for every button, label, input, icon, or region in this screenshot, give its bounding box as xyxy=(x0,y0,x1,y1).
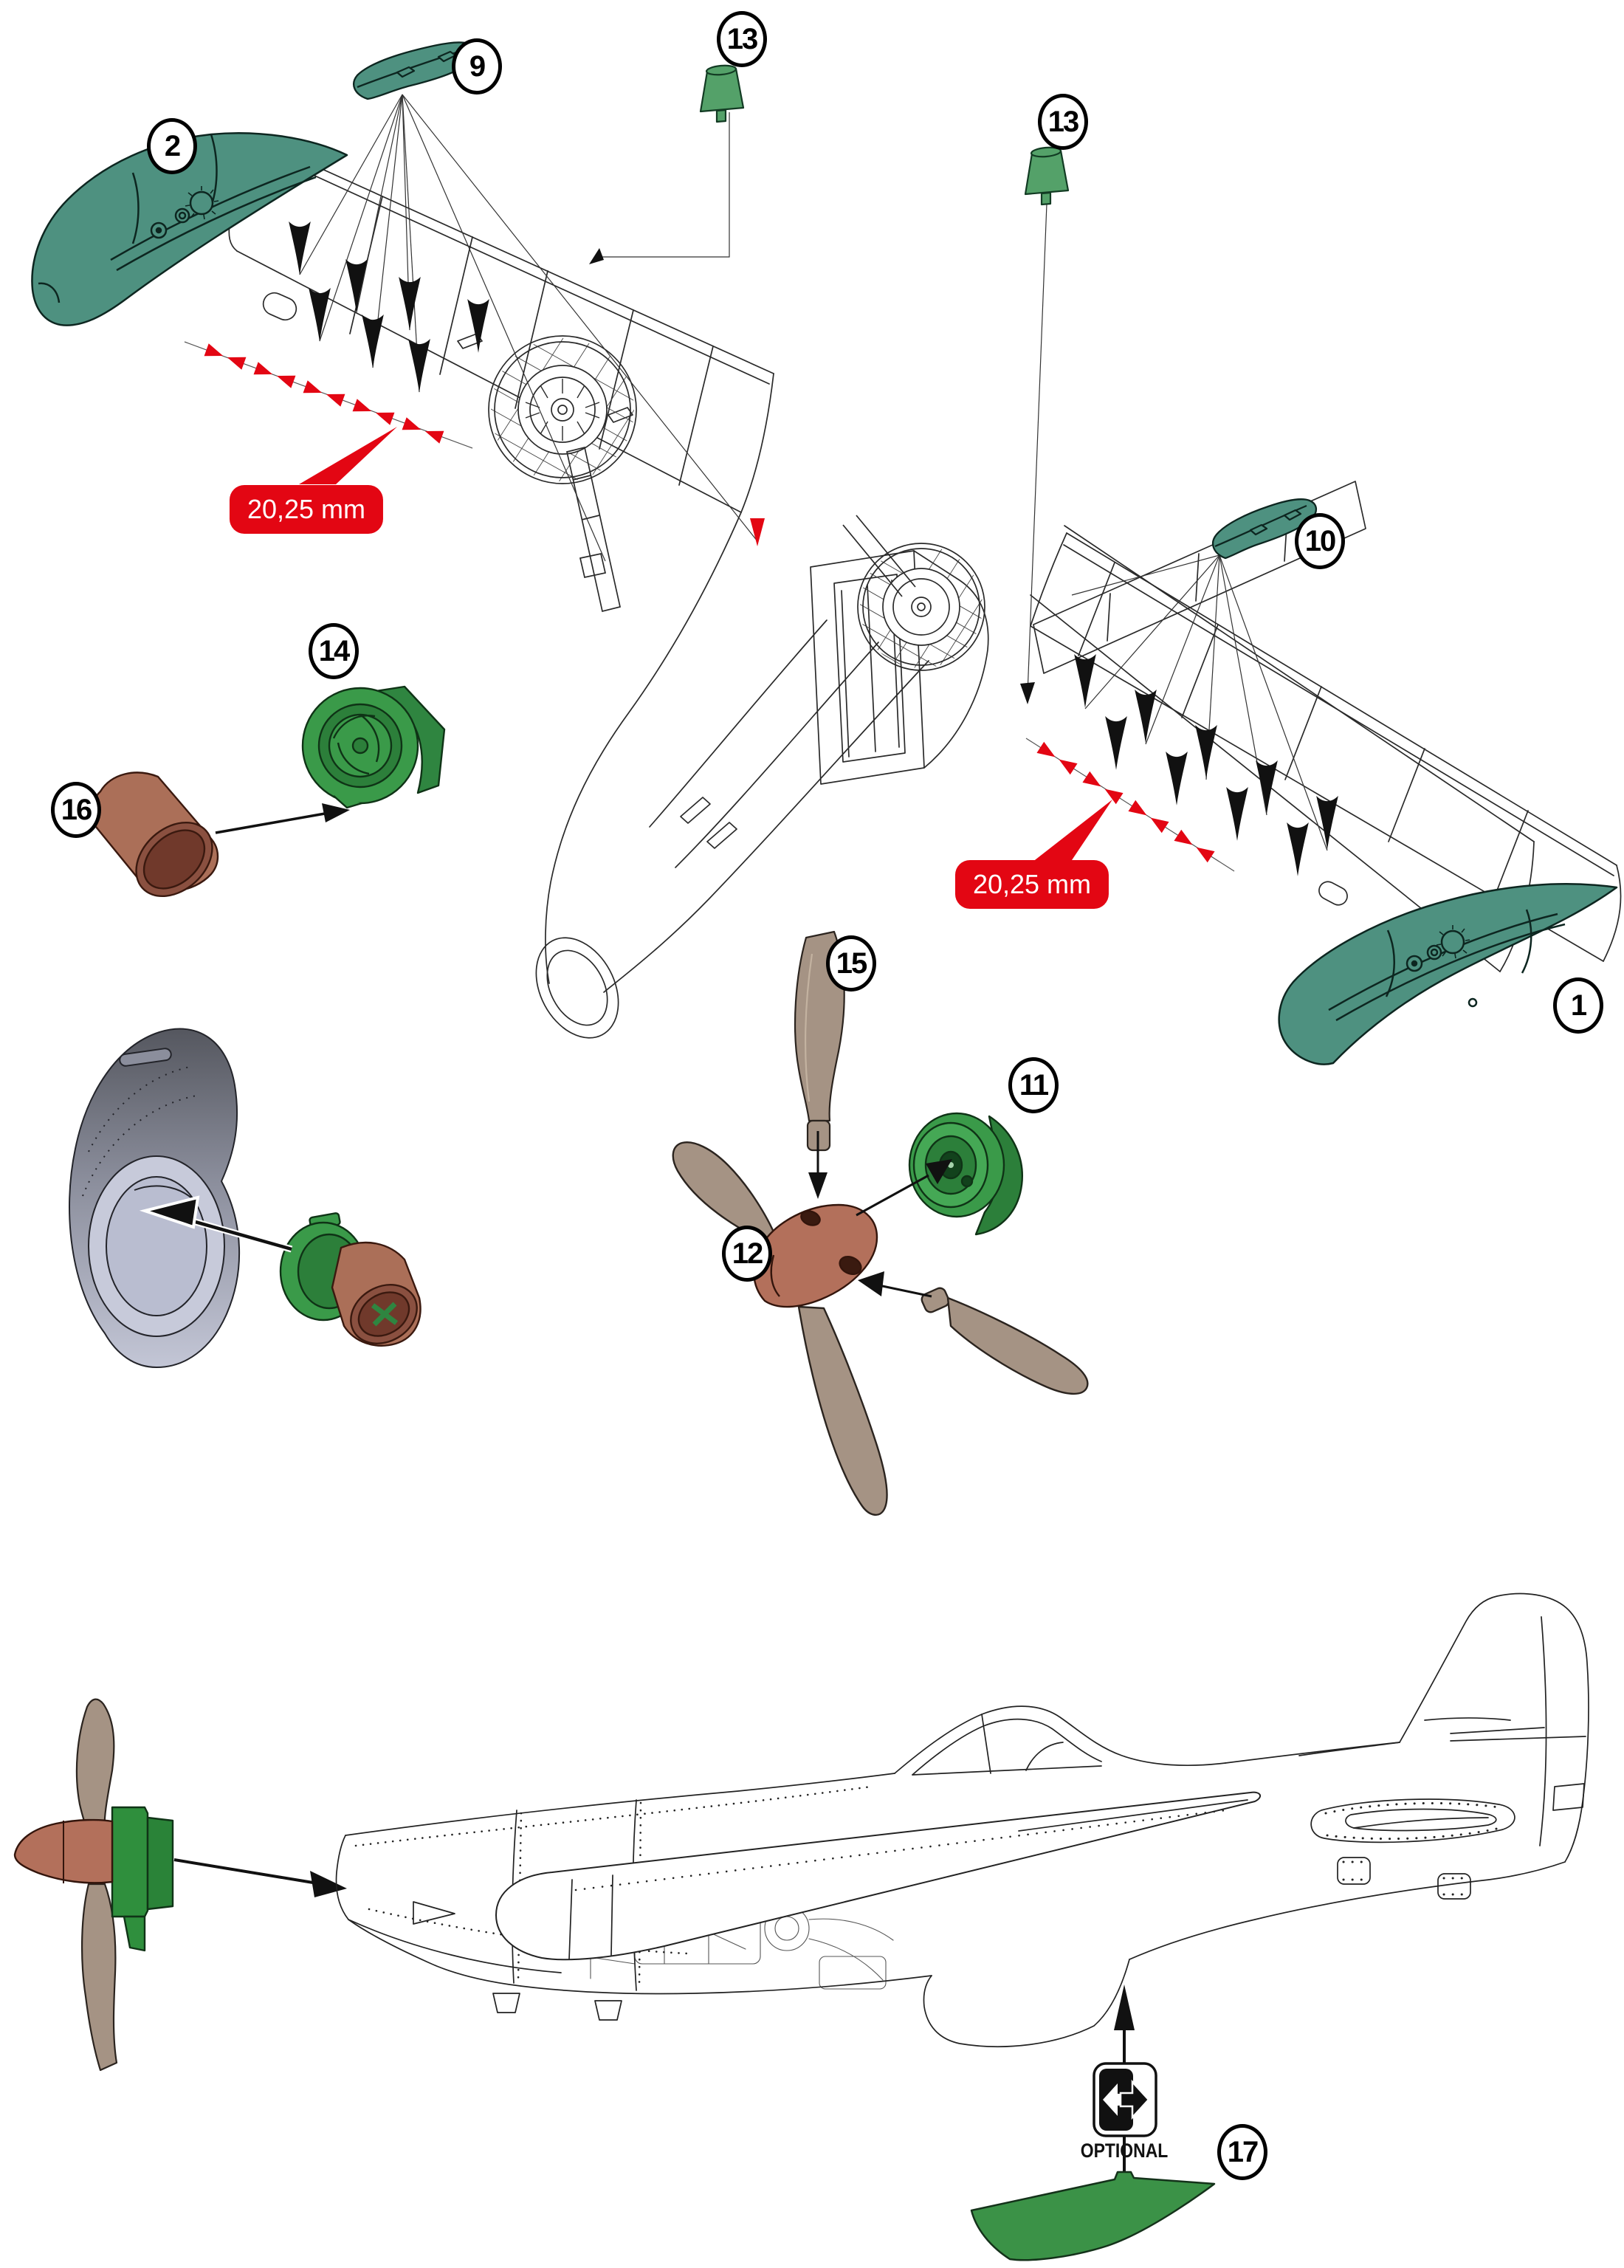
optional-callout xyxy=(1093,1984,1157,2179)
measure-markers xyxy=(204,343,1215,863)
part-badge-11: 11 xyxy=(1008,1057,1059,1113)
part-badge-1: 1 xyxy=(1553,977,1603,1034)
part-badge-2: 2 xyxy=(147,118,197,174)
assembled-propeller xyxy=(13,1698,347,2072)
part-badge-16: 16 xyxy=(51,782,101,838)
spinner-group-part-12 xyxy=(672,1141,1089,1516)
wing-fairing-part-10 xyxy=(1212,498,1318,560)
spinner-backplate-part-11 xyxy=(908,1112,1023,1236)
part-badge-10: 10 xyxy=(1295,513,1345,569)
fan-housing-part-14 xyxy=(301,685,446,809)
part-badge-13a: 13 xyxy=(717,11,767,67)
drop-tank-part-1 xyxy=(1278,883,1618,1065)
part-badge-17: 17 xyxy=(1217,2124,1267,2180)
aircraft-side-profile xyxy=(335,1592,1589,2048)
insert-markers xyxy=(289,221,1338,876)
measure-pointer-left xyxy=(299,427,397,484)
intake-tube-part-16 xyxy=(89,772,219,898)
measure-callout-right: 20,25 mm xyxy=(954,860,1109,909)
drop-tank-part-2 xyxy=(31,132,348,326)
ventral-fillet-part-17 xyxy=(970,2171,1216,2261)
part-badge-13b: 13 xyxy=(1038,94,1088,150)
mast-part-13a xyxy=(699,64,745,123)
part-badge-14: 14 xyxy=(309,623,359,679)
landing-gear-lineart xyxy=(488,335,985,671)
assembly-arrows-top xyxy=(139,803,952,1298)
fan-tube-assembly xyxy=(279,1212,422,1347)
cowl-section xyxy=(69,1028,240,1368)
measure-callout-left: 20,25 mm xyxy=(229,485,384,534)
part-badge-12: 12 xyxy=(722,1226,772,1282)
measure-pointer-right xyxy=(1032,800,1112,862)
part-badge-9: 9 xyxy=(452,38,502,94)
optional-label: OPTIONAL xyxy=(1080,2140,1169,2162)
double-arrow-left-right-icon xyxy=(1099,2069,1150,2131)
part-badge-15: 15 xyxy=(826,935,876,992)
mast-part-13b xyxy=(1024,146,1070,206)
